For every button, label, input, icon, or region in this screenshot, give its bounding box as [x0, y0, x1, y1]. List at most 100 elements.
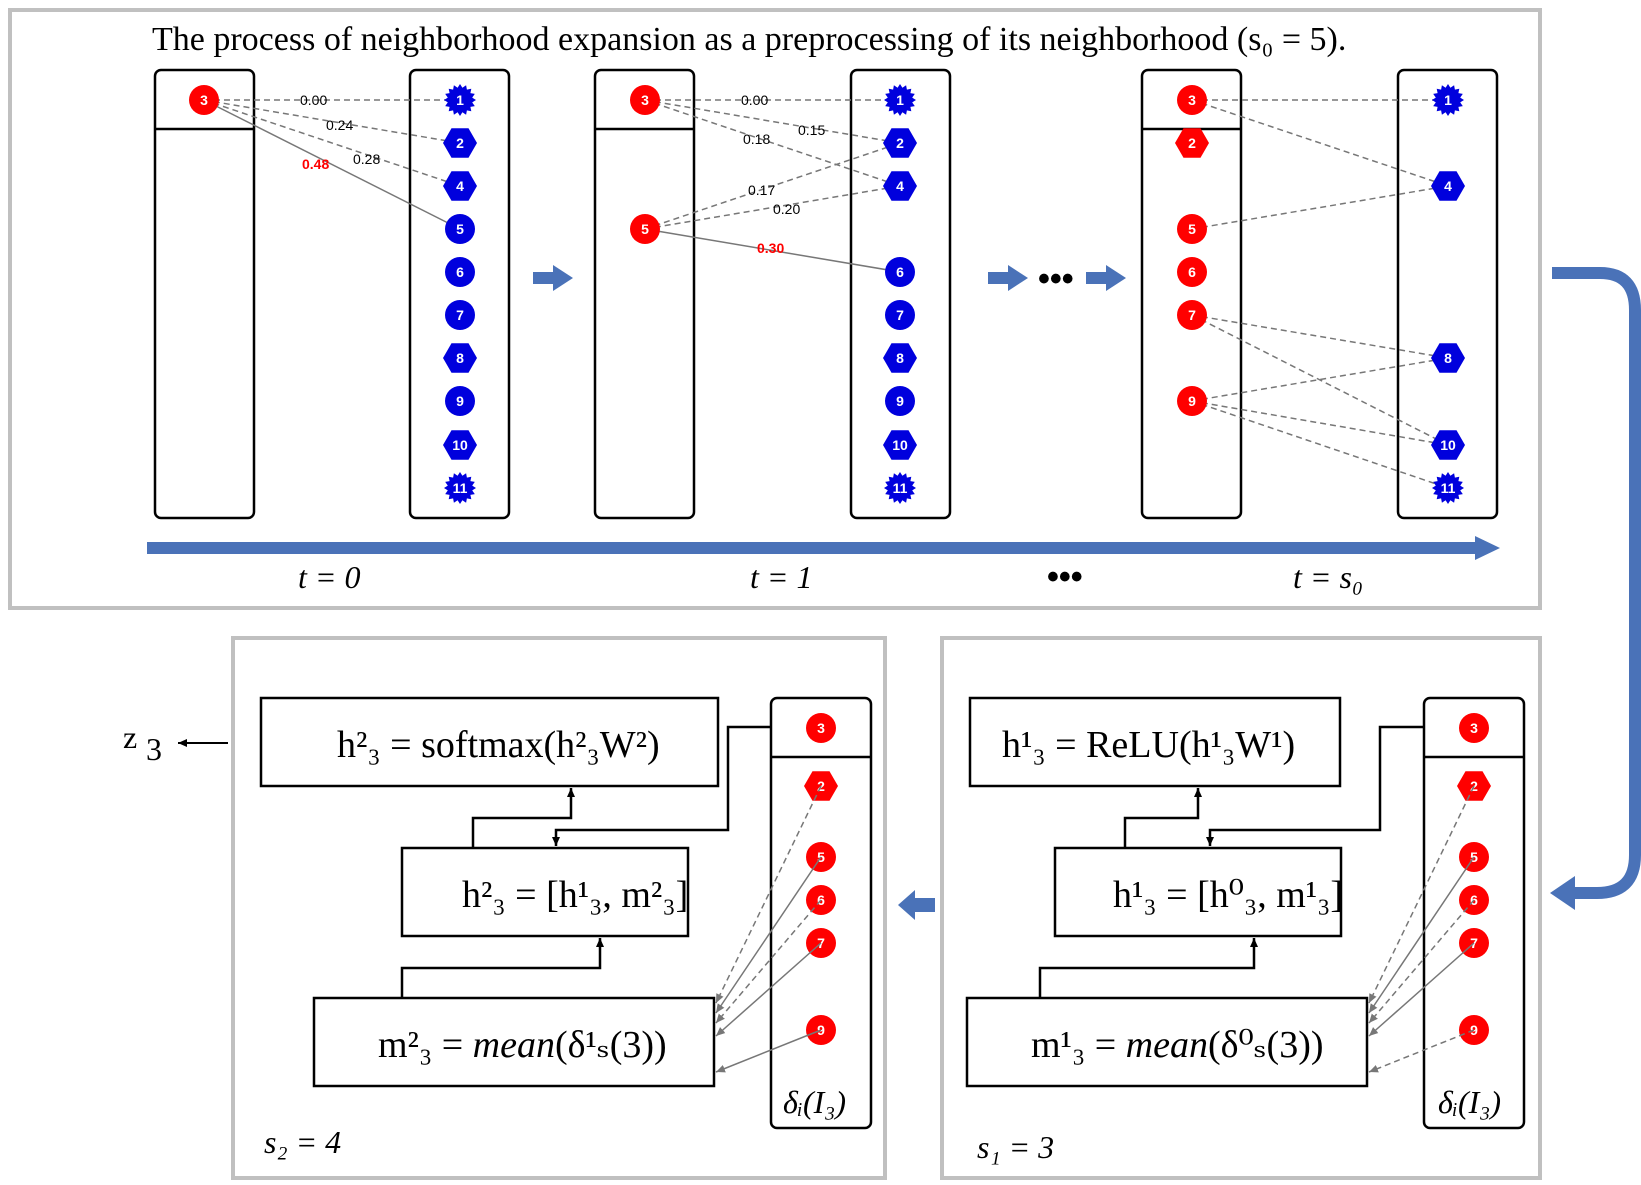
- layer1-relu-box: [968, 696, 1342, 788]
- panel1-left-box: [593, 68, 696, 520]
- svg-text:5: 5: [1470, 849, 1478, 865]
- svg-text:10: 10: [452, 437, 468, 453]
- svg-text:11: 11: [1441, 480, 1456, 496]
- panel2-right-node-8: 8: [1431, 343, 1465, 373]
- panel0-node-10: 10: [443, 430, 477, 460]
- panel0-node-6: 6: [445, 257, 475, 287]
- flow-arrow-to-layer1: [1552, 267, 1641, 899]
- step-arrow-3: [1086, 265, 1126, 291]
- layer1-node-edges: [1368, 785, 1475, 1073]
- panel1-weight-3: 0.15: [798, 122, 825, 138]
- svg-text:6: 6: [456, 264, 464, 280]
- step-arrow-1: [533, 265, 573, 291]
- panel1-right-box: [849, 68, 952, 520]
- svg-text:7: 7: [456, 307, 464, 323]
- diagram-title: The process of neighborhood expansion as…: [152, 21, 1346, 58]
- layer2-eq-bot: m²₃ = mean(δ¹ₛ(3)): [378, 1024, 667, 1066]
- panel1-weight-2: 0.18: [743, 131, 770, 147]
- panel0-node-7: 7: [445, 300, 475, 330]
- panel0-node-2: 2: [443, 128, 477, 158]
- svg-text:5: 5: [1188, 221, 1196, 237]
- layer1-node-3: 3: [1459, 713, 1489, 743]
- layer2-node-3: 3: [806, 713, 836, 743]
- panel0-weight-1: 0.00: [300, 92, 327, 108]
- panel1-node-1: 1: [884, 84, 916, 116]
- svg-text:7: 7: [896, 307, 904, 323]
- panel2-left-node-3: 3: [1177, 85, 1207, 115]
- panel1-node-11: 11: [884, 472, 916, 504]
- panel1-node-10: 10: [883, 430, 917, 460]
- timeline-t1: t = 1: [750, 559, 812, 595]
- svg-text:1: 1: [456, 92, 464, 108]
- layer1-panel-frame: [940, 636, 1542, 1180]
- layer2-eq-mid: h²₃ = [h¹₃, m²₃]: [462, 874, 688, 916]
- panel1-node-4: 4: [883, 171, 917, 201]
- svg-text:6: 6: [896, 264, 904, 280]
- layer2-eq-top: h²₃ = softmax(h²₃W²): [337, 724, 660, 766]
- panel0-center-node: 3: [189, 85, 219, 115]
- layer2-connectors: [400, 725, 770, 998]
- panel2-right-node-4: 4: [1431, 171, 1465, 201]
- step-arrow-2: [988, 265, 1028, 291]
- panel2-left-nodes: 3 2 5 6 7 9: [1175, 85, 1209, 416]
- panel1-weight-4: 0.17: [748, 182, 775, 198]
- panel2-left-node-2: 2: [1175, 128, 1209, 158]
- svg-text:8: 8: [456, 350, 464, 366]
- svg-text:5: 5: [817, 849, 825, 865]
- svg-text:5: 5: [456, 221, 464, 237]
- layer2-panel-frame: [231, 636, 887, 1180]
- svg-text:1: 1: [896, 92, 904, 108]
- panel1-edges: [644, 99, 901, 273]
- panel0-node-11: 11: [444, 472, 476, 504]
- panel1-node-9: 9: [885, 386, 915, 416]
- panel0-weight-3: 0.28: [353, 151, 380, 167]
- layer2-set-box: [769, 696, 873, 1130]
- panel1-left-nodes: 35: [630, 85, 660, 244]
- svg-text:2: 2: [1470, 778, 1478, 794]
- layer1-set-label: δᵢ(I₃): [1438, 1084, 1501, 1120]
- svg-text:3: 3: [1470, 720, 1478, 736]
- flow-arrow-to-layer2: [898, 890, 935, 920]
- panel2-right-node-10: 10: [1431, 430, 1465, 460]
- panel0-node-9: 9: [445, 386, 475, 416]
- panel0-right-box: [408, 68, 511, 520]
- svg-text:6: 6: [1470, 892, 1478, 908]
- svg-text:2: 2: [456, 135, 464, 151]
- panel2-right-node-11: 11: [1432, 472, 1464, 504]
- panel2-left-node-9: 9: [1177, 386, 1207, 416]
- panel1-weight-5: 0.20: [773, 201, 800, 217]
- panel0-weight-4: 0.48: [302, 156, 329, 172]
- layer1-connectors: [1038, 725, 1424, 998]
- layer1-concat-box: [1053, 846, 1343, 938]
- panel0-weight-2: 0.24: [326, 117, 353, 133]
- layer1-eq-bot: m¹₃ = mean(δ⁰ₛ(3)): [1031, 1024, 1324, 1066]
- panel2-right-box: [1396, 68, 1499, 520]
- svg-text:4: 4: [1444, 178, 1452, 194]
- layer1-eq-top: h¹₃ = ReLU(h¹₃W¹): [1002, 724, 1295, 766]
- svg-text:4: 4: [456, 178, 464, 194]
- svg-text:7: 7: [1188, 307, 1196, 323]
- layer2-set-label: δᵢ(I₃): [783, 1084, 846, 1120]
- svg-text:2: 2: [817, 778, 825, 794]
- svg-text:9: 9: [817, 1022, 825, 1038]
- panel1-left-node-5: 5: [630, 214, 660, 244]
- panel0-node-1: 1: [444, 84, 476, 116]
- layer2-output-z: z: [123, 719, 137, 755]
- svg-text:9: 9: [1470, 1022, 1478, 1038]
- panel0-node-4: 4: [443, 171, 477, 201]
- svg-text:4: 4: [896, 178, 904, 194]
- layer2-mean-box: [312, 996, 716, 1088]
- panel0-neighbor-nodes: 1 2 4 5 6 7 8 9 10 11: [443, 84, 477, 504]
- panel1-weight-1: 0.00: [741, 92, 768, 108]
- svg-text:3: 3: [1188, 92, 1196, 108]
- panel1-node-7: 7: [885, 300, 915, 330]
- layer1-eq-mid: h¹₃ = [h⁰₃, m¹₃]: [1113, 874, 1343, 916]
- panel2-right-node-1: 1: [1432, 84, 1464, 116]
- panel2-left-node-6: 6: [1177, 257, 1207, 287]
- panel1-node-6: 6: [885, 257, 915, 287]
- svg-text:11: 11: [893, 480, 908, 496]
- panel1-weight-6: 0.30: [757, 240, 784, 256]
- svg-text:9: 9: [1188, 393, 1196, 409]
